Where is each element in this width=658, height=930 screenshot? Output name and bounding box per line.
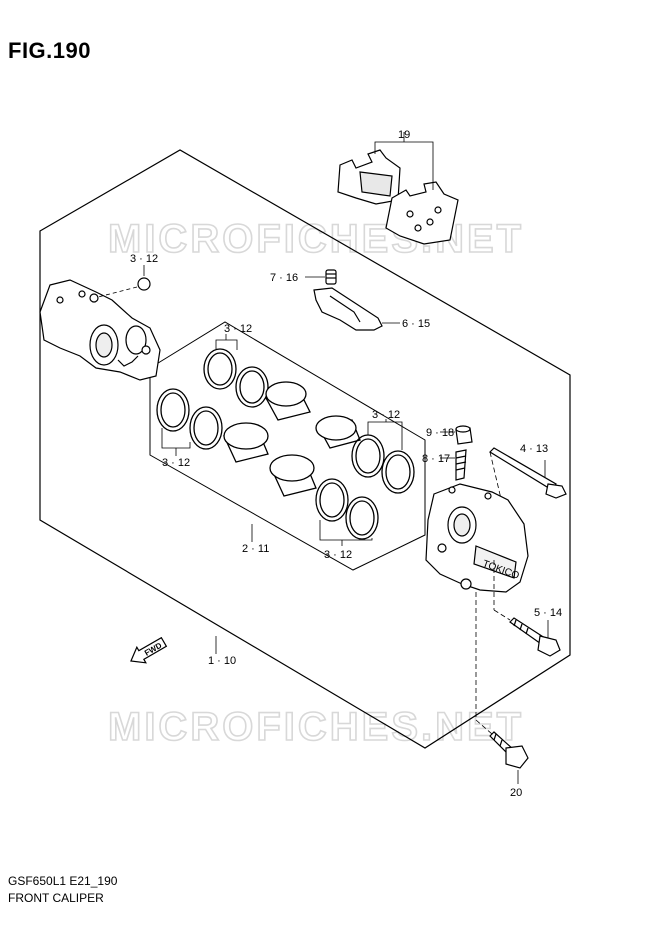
- pad-pin: [325, 269, 337, 285]
- callout-pad-spring: 6 · 15: [402, 318, 430, 330]
- small-seal: [137, 277, 151, 291]
- caliper-assembly-outline: [39, 149, 571, 749]
- caliper-outer-half: [39, 279, 161, 381]
- bleeder-cap: [455, 425, 473, 445]
- callout-seals-bottom: 3 · 12: [324, 549, 352, 561]
- seals-right: [351, 434, 415, 494]
- bleeder-valve: [455, 449, 467, 481]
- callout-pistons: 2 · 11: [242, 543, 269, 555]
- callout-pad-pin: 7 · 16: [270, 272, 298, 284]
- callout-seals-left: 3 · 12: [162, 457, 190, 469]
- callout-pads: 19: [398, 129, 410, 141]
- forward-direction-arrow: FWD: [130, 636, 168, 664]
- callout-mount-bolt: 20: [510, 787, 522, 799]
- mount-bolt-pin: [509, 617, 561, 657]
- callout-bleeder-valve: 8 · 17: [422, 453, 450, 465]
- section-name: FRONT CALIPER: [8, 891, 104, 905]
- callout-slide-pin: 4 · 13: [520, 443, 548, 455]
- seals-bottom: [315, 478, 379, 540]
- brake-pads: [337, 149, 459, 245]
- seals-left: [156, 388, 223, 450]
- slide-pin: [489, 447, 567, 499]
- caliper-inner-half: TOKICO: [425, 483, 529, 593]
- watermark-bottom: MICROFICHES.NET: [108, 705, 524, 749]
- seals-top: [203, 348, 269, 408]
- pad-spring: [313, 287, 383, 331]
- callout-caliper-assy: 1 · 10: [208, 655, 236, 667]
- seal-kit-outline: [149, 321, 426, 571]
- callout-bleeder-cap: 9 · 18: [426, 427, 454, 439]
- callout-caliper-small-seal: 3 · 12: [130, 253, 158, 265]
- callout-seals-top: 3 · 12: [224, 323, 252, 335]
- mount-bolt: [489, 731, 529, 769]
- watermark-top: MICROFICHES.NET: [108, 217, 524, 261]
- figure-title: FIG.190: [8, 38, 91, 63]
- callout-mount-bolt-pin: 5 · 14: [534, 607, 562, 619]
- model-code: GSF650L1 E21_190: [8, 874, 118, 888]
- pistons: [223, 381, 361, 497]
- callout-seals-right: 3 · 12: [372, 409, 400, 421]
